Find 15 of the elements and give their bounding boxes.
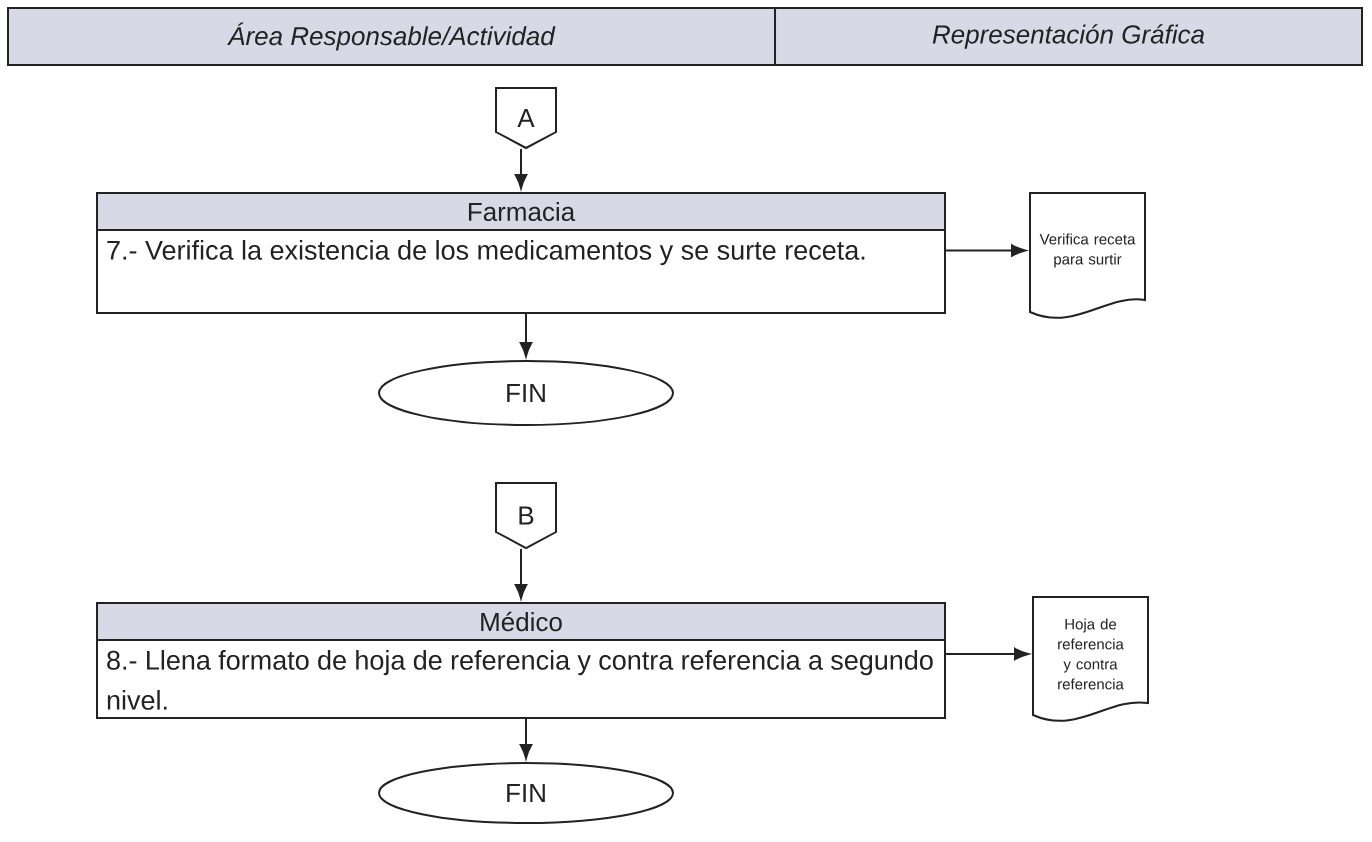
off-page-connector: A [495,87,557,150]
arrow [519,718,533,759]
arrow [514,148,528,189]
process-box [96,192,946,314]
arrow [519,313,533,357]
step-text: 8.- Llena formato de hoja de referencia y contra referencia a segundo nivel. [107,650,933,710]
heading-band: Médico [96,602,946,641]
process-box [96,602,946,719]
header-cell: Área Responsable/Actividad [7,7,776,66]
step-text: 7.- Verifica la existencia de los medicamentos y se surte receta. [107,240,865,266]
off-page-connector: B [495,482,557,550]
arrow [514,548,528,600]
arrow [945,647,1029,661]
heading-band: Farmacia [96,192,946,231]
header-cell: Representación Gráfica [774,7,1363,66]
